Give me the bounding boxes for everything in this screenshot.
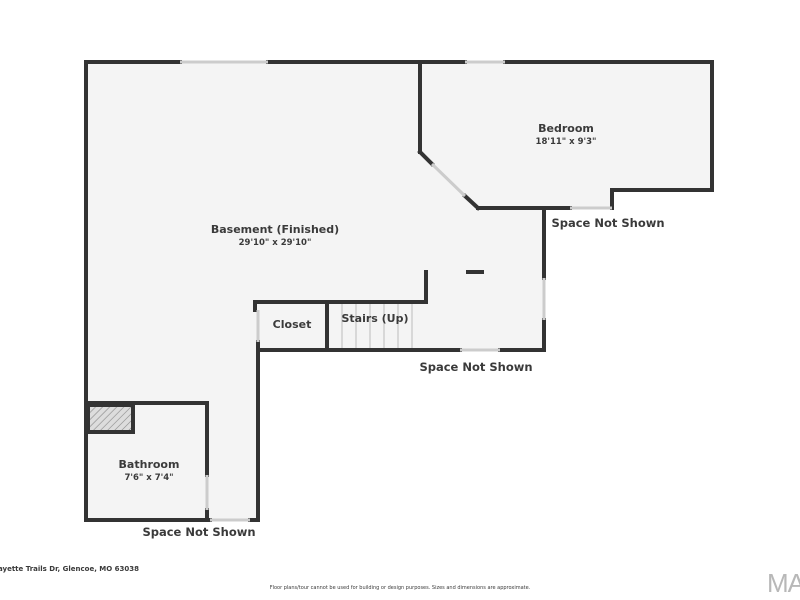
space-not-shown-label: Space Not Shown (419, 360, 533, 374)
walls (84, 60, 714, 522)
room-dims: 29'10" x 29'10" (238, 238, 312, 248)
stair-treads (341, 304, 413, 348)
space-not-shown-label: Space Not Shown (142, 525, 256, 539)
room-basement: Basement (Finished) 29'10" x 29'10" (211, 218, 339, 248)
room-closet: Closet (272, 318, 312, 331)
floor-marker (466, 270, 484, 274)
room-name: Basement (Finished) (210, 223, 340, 236)
disclaimer: Floor plans/tour cannot be used for buil… (269, 585, 531, 591)
windows (180, 60, 612, 522)
property-address: ayette Trails Dr, Glencoe, MO 63038 (0, 565, 139, 573)
room-bedroom: Bedroom 18'11" x 9'3" (536, 117, 597, 147)
room-bathroom: Bathroom 7'6" x 7'4" (119, 453, 180, 483)
room-stairs: Stairs (Up) (341, 312, 409, 325)
room-dims: 7'6" x 7'4" (124, 473, 174, 483)
chimney-hatch (86, 403, 135, 434)
room-name: Bedroom (538, 122, 594, 135)
brand-logo: MA (767, 568, 800, 598)
room-dims: 18'11" x 9'3" (535, 137, 597, 147)
floor-area (86, 62, 712, 520)
space-not-shown-label: Space Not Shown (551, 216, 665, 230)
room-name: Bathroom (118, 458, 180, 471)
